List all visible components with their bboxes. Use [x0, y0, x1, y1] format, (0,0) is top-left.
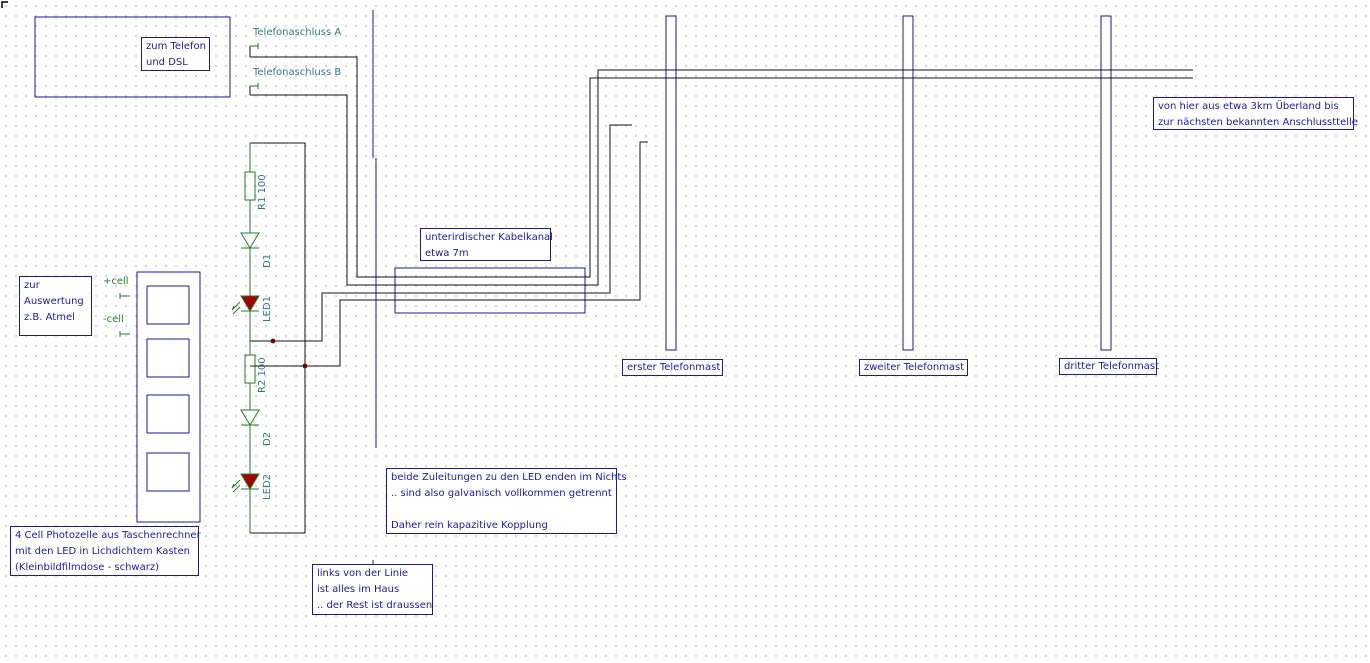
- led-light-arrows-icon: [231, 301, 241, 493]
- led-icon: [240, 473, 260, 490]
- wire-telefon-a: [249, 46, 1193, 278]
- note-kabelkanal: unterirdischer Kabelkanal etwa 7m: [420, 228, 553, 261]
- label-d1: D1: [262, 253, 273, 268]
- corner-mark: [1, 1, 8, 8]
- wire-stub-1: [406, 124, 632, 294]
- led-icon: [240, 295, 260, 312]
- terminal-icon: [119, 43, 259, 337]
- photocell-cell-4: [146, 452, 190, 492]
- photocell-cell-1: [146, 285, 190, 325]
- component-string: [240, 143, 260, 533]
- diode-icon: [240, 409, 260, 426]
- note-mast-3: dritter Telefonmast: [1059, 358, 1159, 375]
- wire-led1-feed: [273, 292, 406, 342]
- wires: [249, 46, 1193, 534]
- note-mast-1: erster Telefonmast: [622, 359, 723, 376]
- wire-led2-feed: [305, 299, 406, 367]
- label-r2: R2 100: [257, 357, 268, 393]
- label-plus-cell: +cell: [103, 276, 129, 287]
- photocell-cell-2: [146, 338, 190, 378]
- mast-1-pole: [665, 15, 677, 351]
- diode-icon: [240, 232, 260, 249]
- label-telefon-b: Telefonaschluss B: [253, 67, 342, 78]
- photocell-cell-3: [146, 394, 190, 434]
- label-d2: D2: [262, 431, 273, 446]
- wire-led-frame: [250, 142, 306, 534]
- mast-2-pole: [902, 15, 914, 351]
- label-r1: R1 100: [257, 174, 268, 210]
- junction-dot-1: [270, 338, 276, 344]
- note-auswertung: zur Auswertung z.B. Atmel: [19, 276, 92, 336]
- label-minus-cell: -cell: [103, 314, 124, 325]
- resistor-icon: [244, 171, 256, 201]
- note-telefon-dsl: zum Telefon und DSL: [141, 37, 210, 71]
- note-photozelle: 4 Cell Photozelle aus Taschenrechner mit…: [10, 526, 201, 576]
- label-led1: LED1: [262, 296, 273, 322]
- wire-stub-2: [406, 141, 648, 301]
- wire-telefon-b: [249, 69, 1193, 286]
- note-zuleitungen: beide Zuleitungen zu den LED enden im Ni…: [386, 468, 626, 534]
- note-ueberland: von hier aus etwa 3km Überland bis zur n…: [1153, 97, 1358, 130]
- resistor-icon: [244, 354, 256, 384]
- junction-dot-2: [302, 363, 308, 369]
- note-mast-2: zweiter Telefonmast: [859, 359, 968, 376]
- mast-3-pole: [1100, 15, 1112, 351]
- note-linie: links von der Linie ist alles im Haus ..…: [312, 564, 433, 615]
- label-telefon-a: Telefonaschluss A: [253, 27, 342, 38]
- label-led2: LED2: [262, 474, 273, 500]
- telefon-box-frame: [34, 16, 231, 98]
- cable-duct-frame: [394, 267, 586, 314]
